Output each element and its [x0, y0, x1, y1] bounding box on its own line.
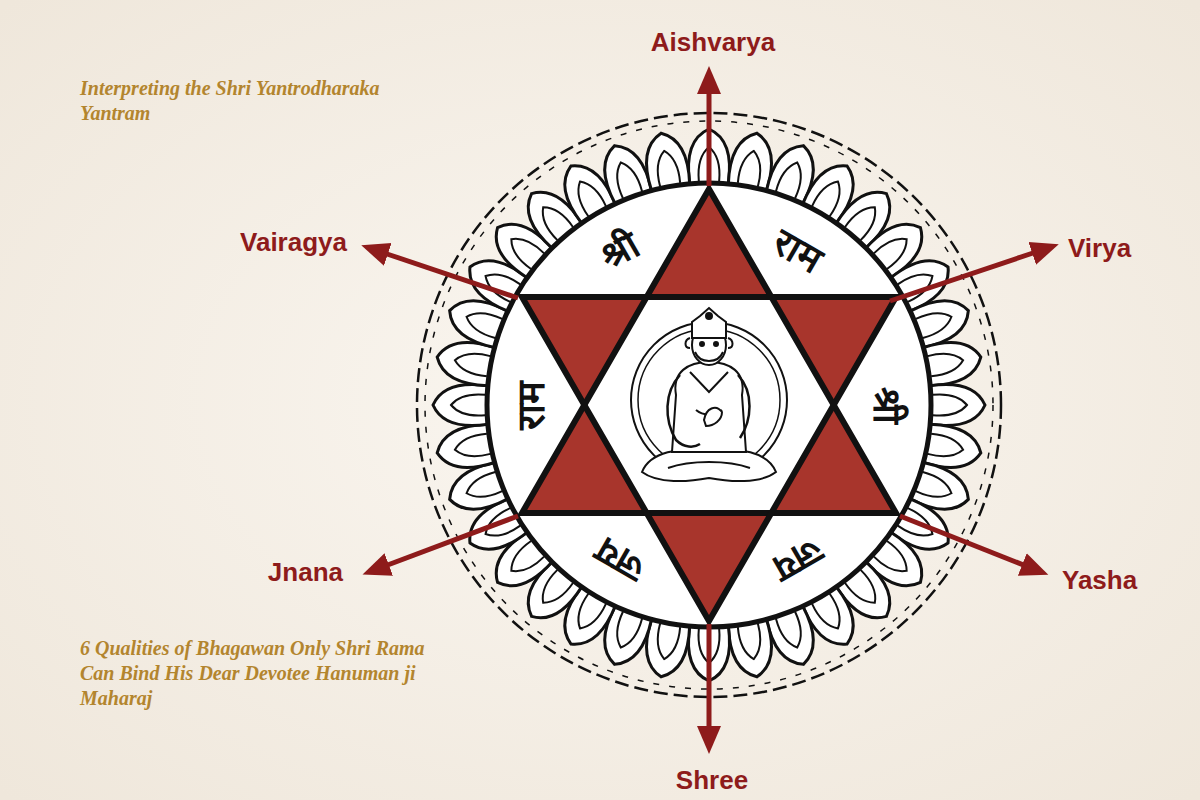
mantra-word: जय	[764, 526, 833, 596]
quality-arrow	[385, 516, 518, 566]
lotus-petal	[437, 424, 494, 467]
lotus-petal	[738, 151, 760, 186]
quality-arrow	[890, 252, 1036, 301]
mantra-word: राम	[503, 381, 555, 430]
lotus-petal	[437, 342, 494, 385]
lotus-petal	[728, 619, 771, 676]
lotus-petal	[646, 133, 689, 190]
quality-arrow	[707, 90, 712, 186]
mantra-word: श्री	[863, 387, 915, 424]
lotus-petal	[658, 151, 680, 186]
lotus-petal	[433, 384, 488, 425]
quality-arrow	[707, 624, 712, 730]
mantra-word: जय	[584, 526, 653, 596]
lotus-ring	[417, 113, 1001, 697]
mantra-word: श्री	[590, 217, 648, 281]
lotus-petal	[451, 395, 485, 416]
lotus-petal	[658, 624, 680, 659]
quality-arrow	[900, 516, 1026, 566]
quality-label: Jnana	[268, 557, 343, 588]
lotus-petal	[738, 624, 760, 659]
lotus-petal	[455, 354, 490, 376]
lotus-petal	[928, 434, 963, 456]
lotus-petal	[728, 133, 771, 190]
hanuman-figure	[631, 308, 787, 481]
quality-label: Aishvarya	[651, 27, 775, 58]
quality-label: Virya	[1068, 233, 1131, 264]
hexagram	[522, 189, 896, 621]
lotus-petal	[933, 395, 967, 416]
vine-ring	[417, 113, 1001, 697]
mantra-word: राम	[765, 214, 833, 284]
lotus-petal	[455, 434, 490, 456]
quality-label: Yasha	[1062, 565, 1137, 596]
quality-arrows	[384, 90, 1036, 730]
quality-arrow	[384, 253, 518, 298]
vine-ring	[425, 121, 993, 689]
lotus-petal	[923, 342, 980, 385]
lotus-petal	[923, 424, 980, 467]
lotus-petal	[646, 619, 689, 676]
yantra-circle	[487, 183, 931, 627]
caption: 6 Qualities of Bhagawan Only Shri Rama C…	[80, 636, 425, 711]
quality-label: Vairagya	[240, 227, 347, 258]
quality-label: Shree	[676, 765, 748, 796]
lotus-petal	[930, 384, 985, 425]
lotus-petal	[928, 354, 963, 376]
title: Interpreting the Shri Yantrodharaka Yant…	[80, 76, 380, 126]
